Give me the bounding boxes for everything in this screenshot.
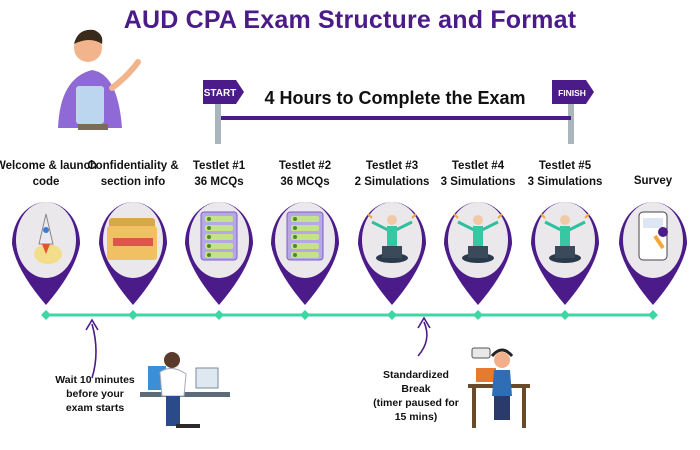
stage-label-line1: Confidentiality & [87,160,179,172]
folder-icon [107,218,157,260]
stage-label-line1: Survey [633,175,673,187]
stage-label: Welcome & launch code [0,158,101,190]
stage-label: Survey [598,173,700,189]
break-person-illustration [468,347,530,428]
stage-card [185,202,253,305]
stage-label-line1: Welcome & launch [0,160,98,172]
stage-card [271,202,339,305]
stage-label: Testlet #5 3 Simulations [510,158,620,190]
break-arrow-icon [417,321,428,357]
stage-label-line1: Testlet #5 [538,160,592,172]
stage-label-line2: code [32,176,60,188]
stage-label-line2: section info [100,176,166,188]
timeline-node [387,310,397,320]
stage-card [12,202,80,305]
stage-label-line2: 2 Simulations [354,176,430,188]
timeline-node [473,310,483,320]
break-note-line: Break [401,383,431,395]
break-note: Standardized Break (timer paused for 15 … [368,368,464,424]
stage-label-line2: 36 MCQs [280,176,330,188]
timeline-node [560,310,570,320]
simulation-figure-icon [367,213,417,263]
rocket-icon [34,213,62,264]
stage-label-line1: Testlet #4 [451,160,505,172]
finish-sign: FINISH [552,80,594,144]
stage-label: Testlet #2 36 MCQs [250,158,360,190]
wait-note: Wait 10 minutes before your exam starts [40,373,150,415]
stage-card [99,202,167,305]
stage-label-line1: Testlet #1 [192,160,246,172]
survey-phone-icon [638,211,668,261]
stage-card [619,202,687,305]
timeline-node [300,310,310,320]
wait-note-line: exam starts [65,402,125,414]
break-note-line: Standardized [383,369,449,381]
timeline-node [648,310,658,320]
checklist-icon [286,211,324,261]
stage-card [444,202,512,305]
page-title: AUD CPA Exam Structure and Format [123,6,577,34]
wait-arrow-icon [91,323,97,379]
stage-label-line2: 3 Simulations [440,176,516,188]
stage-label: Testlet #4 3 Simulations [423,158,533,190]
wait-note-line: before your [66,388,124,400]
timeline-node [41,310,51,320]
start-sign: START [203,80,244,144]
timeline-node [214,310,224,320]
break-note-line: 15 mins) [394,411,438,423]
stage-label: Testlet #3 2 Simulations [337,158,447,190]
stage-card [358,202,426,305]
wait-arrowhead-icon [85,318,99,331]
checklist-icon [200,211,238,261]
stage-label-line1: Testlet #2 [278,160,332,172]
stage-label: Confidentiality & section info [78,158,188,190]
stage-label-line2: 36 MCQs [194,176,244,188]
presenter-illustration [58,29,141,130]
stage-label-line2: 3 Simulations [527,176,603,188]
break-arrowhead-icon [417,316,431,329]
finish-sign-label: FINISH [558,88,586,98]
break-note-line: (timer paused for [373,397,459,409]
timeline-node [128,310,138,320]
simulation-figure-icon [453,213,503,263]
stage-label-line1: Testlet #3 [365,160,419,172]
simulation-figure-icon [540,213,590,263]
stage-card [531,202,599,305]
start-sign-label: START [204,88,237,99]
desk-worker-illustration [140,352,230,428]
duration-bar [221,116,571,120]
wait-note-line: Wait 10 minutes [55,374,135,386]
stage-label: Testlet #1 36 MCQs [164,158,274,190]
exam-duration-label: 4 Hours to Complete the Exam [264,88,526,108]
